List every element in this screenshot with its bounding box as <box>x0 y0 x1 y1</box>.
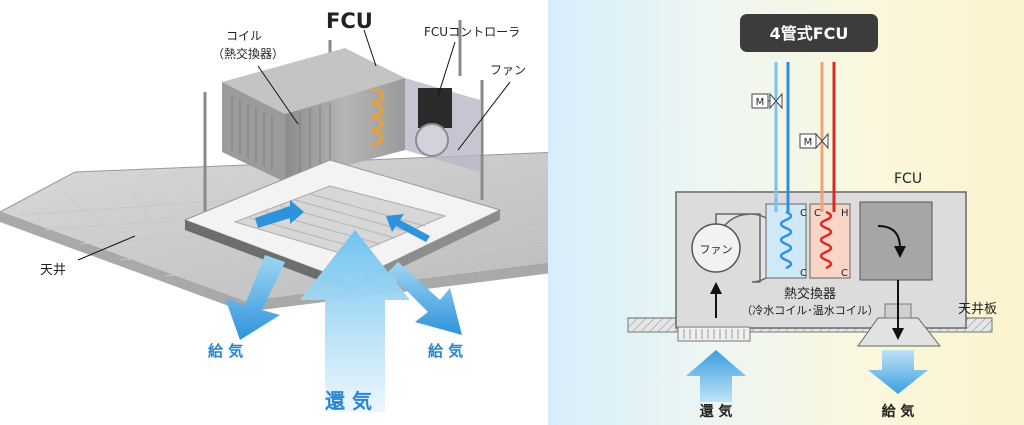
cold-coil-port-bottom: C <box>800 268 807 279</box>
hot-coil-port-c-bottom: C <box>841 268 848 279</box>
hot-coil-port-h: H <box>841 208 849 219</box>
return-air-arrow <box>300 230 410 412</box>
supply-air-arrow-left <box>225 255 285 340</box>
return-air-label: 還 気 <box>700 403 733 420</box>
unit-title: FCU <box>326 9 373 33</box>
valve-2-label: M <box>804 137 813 148</box>
ceiling-cassette-illustration: FCU コイル （熱交換器） FCUコントローラ ファン 天井 給 気 給 気 … <box>0 9 548 413</box>
badge-text: 4管式FCU <box>770 24 849 43</box>
supply-air-label: 給 気 <box>882 403 915 420</box>
cold-water-coil: C C <box>765 203 807 279</box>
cold-coil-port-top: C <box>800 208 807 219</box>
ceiling-board-label: 天井板 <box>958 302 997 317</box>
fcu-unit-body <box>222 48 480 182</box>
discharge-chamber <box>859 201 933 340</box>
pipes <box>774 62 836 212</box>
motorized-valve-1: M <box>751 92 783 110</box>
supply-air-left-label: 給 気 <box>208 342 243 360</box>
controller-label: FCUコントローラ <box>424 25 520 39</box>
fan-up-arrow <box>710 282 722 318</box>
supply-air-arrow-right <box>388 262 462 335</box>
controller-board <box>418 88 452 128</box>
return-air-arrow <box>686 350 746 402</box>
four-pipe-fcu-schematic: 4管式FCU フ <box>627 14 997 420</box>
leader-lines <box>77 29 511 261</box>
valve-1-label: M <box>756 97 765 108</box>
fcu-unit-label: FCU <box>894 171 922 187</box>
ceiling-label: 天井 <box>40 263 66 278</box>
motorized-valve-2: M <box>799 132 829 150</box>
coil-label-line2: （熱交換器） <box>212 46 284 61</box>
hot-coil-port-c-top: C <box>814 208 821 219</box>
return-air-label: 還 気 <box>325 389 372 413</box>
four-pipe-badge: 4管式FCU <box>740 14 878 52</box>
supply-air-arrow <box>868 350 928 394</box>
hot-water-coil: C H C <box>809 203 851 279</box>
fan-wheel <box>415 123 449 157</box>
supply-air-right-label: 給 気 <box>428 342 463 360</box>
fan-label: ファン <box>700 243 733 256</box>
heat-exchanger-sub-label: （冷水コイル･温水コイル） <box>741 304 879 317</box>
fan-label: ファン <box>490 63 526 77</box>
panel-flow-arrows <box>255 200 430 242</box>
heat-exchanger-label: 熱交換器 <box>784 286 836 302</box>
coil-label-line1: コイル <box>226 29 262 43</box>
